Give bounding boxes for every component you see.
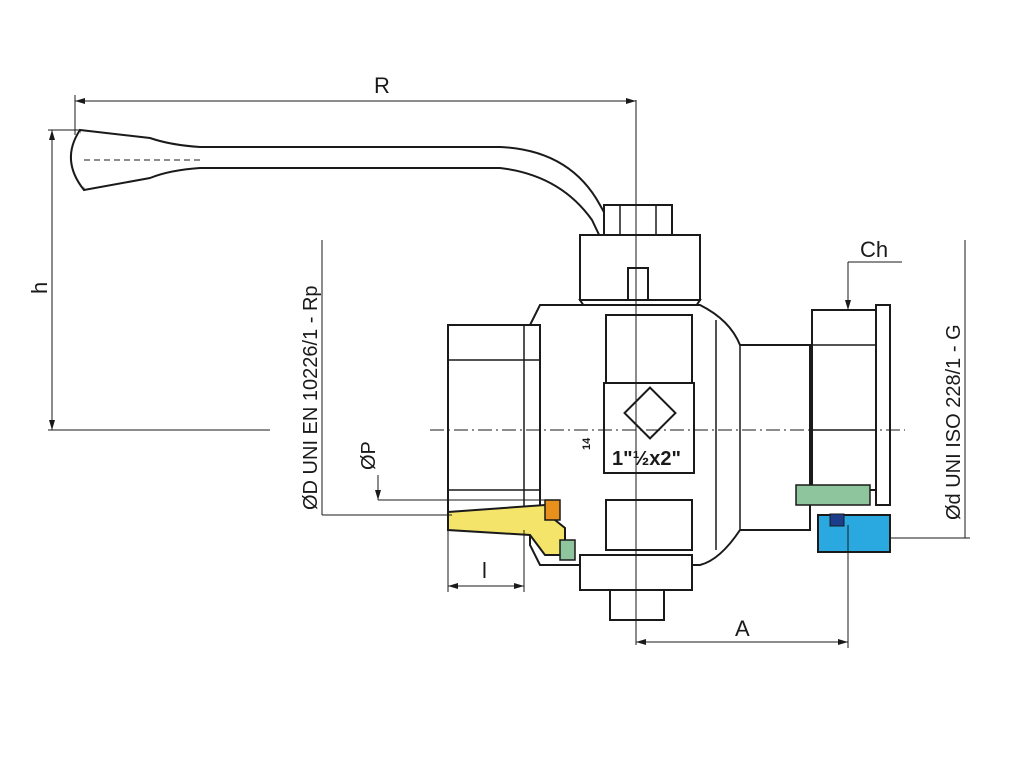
pressure-marking: 14	[581, 437, 593, 450]
dimension-R: R	[74, 73, 636, 135]
body-marking: 1"½x2" 14	[581, 386, 681, 470]
dimension-h: h	[27, 129, 270, 431]
label-h: h	[27, 282, 52, 294]
blue-union-nut	[817, 514, 891, 553]
dimension-D: ØD UNI EN 10226/1 - Rp	[300, 240, 452, 516]
label-P: ØP	[358, 441, 380, 470]
orange-gasket	[544, 499, 561, 521]
label-D: ØD UNI EN 10226/1 - Rp	[300, 285, 322, 510]
valve-body	[529, 304, 811, 566]
label-Ch: Ch	[860, 237, 888, 262]
label-d: Ød UNI ISO 228/1 - G	[943, 324, 965, 520]
size-marking: 1"½x2"	[612, 448, 681, 470]
dimension-d: Ød UNI ISO 228/1 - G	[890, 240, 970, 539]
dimension-Ch: Ch	[845, 237, 902, 310]
label-l: l	[482, 558, 487, 583]
navy-oring	[829, 513, 845, 527]
label-R: R	[374, 73, 390, 98]
green-seal-right	[795, 484, 871, 506]
dimension-P: ØP	[358, 441, 545, 501]
dimension-l: l	[447, 530, 525, 592]
left-female-end	[447, 324, 576, 561]
label-A: A	[735, 616, 750, 641]
lever-handle	[69, 128, 627, 264]
right-union-end	[795, 304, 891, 553]
dimension-A: A	[636, 525, 849, 648]
green-seal-left	[559, 539, 576, 561]
